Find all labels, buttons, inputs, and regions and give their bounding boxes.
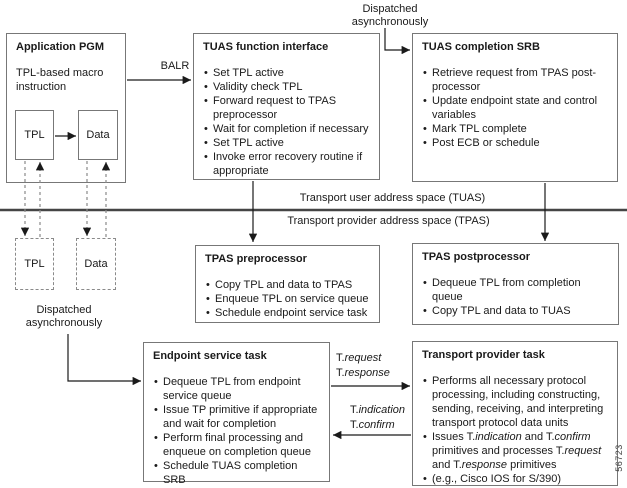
bullet-item: Retrieve request from TPAS post-processo…	[422, 66, 609, 94]
data-dashed-label: Data	[84, 258, 108, 270]
data-solid-box: Data	[78, 110, 118, 160]
t-indication-label: T.indication	[350, 404, 406, 416]
t-indication-confirm-label: T.indication T.confirm	[350, 403, 405, 433]
bullet-item: Schedule TUAS completion SRB	[153, 459, 321, 487]
tpas-postprocessor-list: Dequeue TPL from completion queueCopy TP…	[422, 276, 610, 318]
bullet-item: Set TPL active	[203, 66, 371, 80]
bullet-item: Schedule endpoint service task	[205, 306, 371, 320]
data-solid-label: Data	[86, 129, 110, 141]
bullet-item: Wait for completion if necessary	[203, 122, 371, 136]
tuas-function-interface-box: TUAS function interface Set TPL activeVa…	[193, 33, 380, 180]
tpl-dashed-box: TPL	[15, 238, 54, 290]
tpl-solid-label: TPL	[24, 129, 45, 141]
tuas-address-space-label: Transport user address space (TUAS)	[299, 192, 486, 204]
bullet-item: Enqueue TPL on service queue	[205, 292, 371, 306]
transport-provider-task-list: Performs all necessary protocol processi…	[422, 374, 609, 486]
bullet-item: Update endpoint state and control variab…	[422, 94, 609, 122]
bullet-item: Performs all necessary protocol processi…	[422, 374, 609, 430]
bullet-item: Forward request to TPAS preprocessor	[203, 94, 371, 122]
bullet-item: (e.g., Cisco IOS for S/390)	[422, 472, 609, 486]
bullet-item: Mark TPL complete	[422, 122, 609, 136]
t-request-response-label: T.request T.response	[336, 351, 390, 381]
bullet-item: Dequeue TPL from completion queue	[422, 276, 610, 304]
tpas-postprocessor-title: TPAS postprocessor	[422, 251, 530, 263]
dispatched-bottom-arrow	[67, 334, 141, 386]
bullet-item: Invoke error recovery routine if appropr…	[203, 150, 371, 178]
t-request-label: T.request	[336, 352, 382, 364]
bullet-item: Set TPL active	[203, 136, 371, 150]
tpas-preprocessor-list: Copy TPL and data to TPASEnqueue TPL on …	[205, 278, 371, 320]
tuas-function-interface-list: Set TPL activeValidity check TPLForward …	[203, 66, 371, 178]
transport-provider-task-title: Transport provider task	[422, 349, 545, 361]
transport-provider-task-box: Transport provider task Performs all nec…	[412, 341, 618, 486]
tuas-completion-srb-title: TUAS completion SRB	[422, 41, 540, 53]
dispatched-async-bottom-label: Dispatched asynchronously	[25, 304, 103, 329]
dispatched-async-top-label: Dispatched asynchronously	[351, 3, 429, 28]
tpl-dashed-label: TPL	[24, 258, 45, 270]
bullet-item: Post ECB or schedule	[422, 136, 609, 150]
figure-number: 56723	[614, 444, 624, 472]
tuas-function-interface-title: TUAS function interface	[203, 41, 329, 53]
endpoint-service-task-box: Endpoint service task Dequeue TPL from e…	[143, 342, 330, 486]
bullet-item: Copy TPL and data to TPAS	[205, 278, 371, 292]
bullet-item: Copy TPL and data to TUAS	[422, 304, 610, 318]
bullet-item: Dequeue TPL from endpoint service queue	[153, 375, 321, 403]
t-confirm-label: T.confirm	[350, 419, 395, 431]
application-pgm-title: Application PGM	[16, 41, 104, 53]
tuas-completion-srb-list: Retrieve request from TPAS post-processo…	[422, 66, 609, 150]
bullet-item: Issues T.indication and T.confirm primit…	[422, 430, 609, 472]
tpas-preprocessor-box: TPAS preprocessor Copy TPL and data to T…	[195, 245, 380, 323]
application-pgm-subtitle: TPL-based macro instruction	[16, 67, 104, 93]
tpas-address-space-label: Transport provider address space (TPAS)	[287, 215, 490, 227]
tpl-solid-box: TPL	[15, 110, 54, 160]
bullet-item: Issue TP primitive if appropriate and wa…	[153, 403, 321, 431]
application-pgm-box: Application PGM TPL-based macro instruct…	[6, 33, 126, 183]
tpas-preprocessor-title: TPAS preprocessor	[205, 253, 307, 265]
tuas-completion-srb-box: TUAS completion SRB Retrieve request fro…	[412, 33, 618, 182]
t-response-label: T.response	[336, 367, 390, 379]
bullet-item: Perform final processing and enqueue on …	[153, 431, 321, 459]
balr-label: BALR	[160, 60, 190, 72]
data-dashed-box: Data	[76, 238, 116, 290]
dispatched-top-arrow	[384, 28, 410, 55]
endpoint-service-task-title: Endpoint service task	[153, 350, 267, 362]
endpoint-service-task-list: Dequeue TPL from endpoint service queueI…	[153, 375, 321, 487]
bullet-item: Validity check TPL	[203, 80, 371, 94]
tpas-postprocessor-box: TPAS postprocessor Dequeue TPL from comp…	[412, 243, 619, 325]
